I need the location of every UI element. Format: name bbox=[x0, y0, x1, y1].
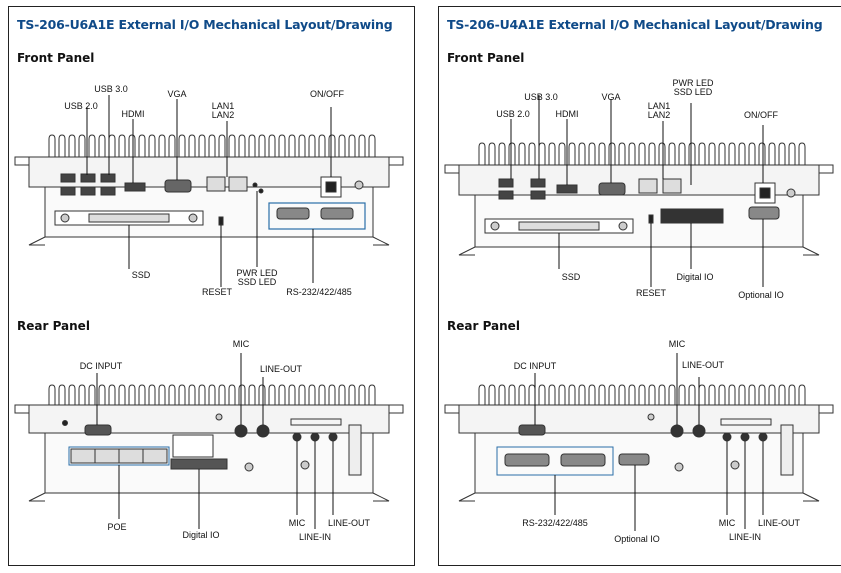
right-label-mic-top: MIC bbox=[668, 339, 686, 349]
right-label-vga: VGA bbox=[601, 92, 621, 102]
left-rear-fins bbox=[48, 384, 376, 405]
left-label-usb20: USB 2.0 bbox=[64, 101, 98, 111]
right-rear-callout-lines bbox=[534, 353, 764, 531]
left-rear-device bbox=[14, 384, 404, 502]
right-label-lan2: LAN2 bbox=[647, 110, 671, 120]
left-label-lineout-top: LINE-OUT bbox=[259, 364, 303, 374]
right-label-usb20: USB 2.0 bbox=[496, 109, 530, 119]
left-rear-callout-lines bbox=[96, 353, 334, 529]
left-rear-device-drawing bbox=[14, 353, 404, 529]
right-label-optional-io: Optional IO bbox=[738, 290, 784, 300]
cooling-fin-row bbox=[478, 142, 806, 165]
right-label-hdmi: HDMI bbox=[555, 109, 579, 119]
left-label-dc-input: DC INPUT bbox=[79, 361, 123, 371]
cooling-fin-row bbox=[478, 384, 806, 405]
left-label-digital-io: Digital IO bbox=[182, 530, 220, 540]
right-label-digital-io: Digital IO bbox=[676, 272, 714, 282]
right-drawing-panel: TS-206-U4A1E External I/O Mechanical Lay… bbox=[438, 6, 841, 566]
left-label-linein: LINE-IN bbox=[298, 532, 332, 542]
left-label-onoff: ON/OFF bbox=[310, 89, 344, 99]
left-label-ssd: SSD bbox=[131, 270, 151, 280]
right-label-reset: RESET bbox=[635, 288, 667, 298]
right-label-lineout-top: LINE-OUT bbox=[681, 360, 725, 370]
left-label-rs232: RS-232/422/485 bbox=[286, 287, 352, 297]
cooling-fin-row bbox=[48, 384, 376, 405]
left-front-device-drawing bbox=[14, 95, 404, 287]
right-rear-panel-heading: Rear Panel bbox=[447, 319, 520, 333]
right-front-device-drawing bbox=[444, 95, 834, 287]
left-drawing-panel: TS-206-U6A1E External I/O Mechanical Lay… bbox=[8, 6, 415, 566]
right-rear-device bbox=[444, 384, 834, 502]
left-label-reset: RESET bbox=[201, 287, 233, 297]
left-label-mic-bottom: MIC bbox=[288, 518, 306, 528]
right-front-callout-lines bbox=[510, 95, 764, 287]
right-rear-fins bbox=[478, 384, 806, 405]
right-label-usb30: USB 3.0 bbox=[524, 92, 558, 102]
left-label-ssd-led: SSD LED bbox=[237, 277, 277, 287]
right-title: TS-206-U4A1E External I/O Mechanical Lay… bbox=[447, 17, 823, 32]
right-label-pwr-led: PWR LED bbox=[672, 78, 714, 88]
left-front-panel-heading: Front Panel bbox=[17, 51, 95, 65]
right-label-rs232: RS-232/422/485 bbox=[522, 518, 588, 528]
right-label-dc-input: DC INPUT bbox=[513, 361, 557, 371]
right-front-fins bbox=[478, 142, 806, 165]
left-label-lan2: LAN2 bbox=[211, 110, 235, 120]
left-label-lan1: LAN1 bbox=[211, 101, 235, 111]
right-front-panel-heading: Front Panel bbox=[447, 51, 525, 65]
right-label-lan1: LAN1 bbox=[647, 101, 671, 111]
right-label-ssd-led: SSD LED bbox=[673, 87, 713, 97]
left-label-poe: POE bbox=[107, 522, 127, 532]
right-label-mic-bottom: MIC bbox=[718, 518, 736, 528]
left-rear-panel-heading: Rear Panel bbox=[17, 319, 90, 333]
left-front-callout-lines bbox=[86, 95, 332, 287]
cooling-fin-row bbox=[48, 134, 376, 157]
right-rear-device-drawing bbox=[444, 353, 834, 531]
left-label-hdmi: HDMI bbox=[121, 109, 145, 119]
right-label-onoff: ON/OFF bbox=[744, 110, 778, 120]
right-label-linein: LINE-IN bbox=[728, 532, 762, 542]
left-title: TS-206-U6A1E External I/O Mechanical Lay… bbox=[17, 17, 393, 32]
left-label-mic-top: MIC bbox=[232, 339, 250, 349]
left-front-fins bbox=[48, 134, 376, 157]
left-label-pwr-led: PWR LED bbox=[236, 268, 278, 278]
left-label-vga: VGA bbox=[167, 89, 187, 99]
right-label-ssd: SSD bbox=[561, 272, 581, 282]
left-front-device bbox=[14, 134, 404, 246]
right-label-optional-io: Optional IO bbox=[614, 534, 660, 544]
left-label-lineout-bottom: LINE-OUT bbox=[327, 518, 371, 528]
right-label-lineout-bottom: LINE-OUT bbox=[757, 518, 801, 528]
left-label-usb30: USB 3.0 bbox=[94, 84, 128, 94]
right-front-device bbox=[444, 142, 834, 256]
